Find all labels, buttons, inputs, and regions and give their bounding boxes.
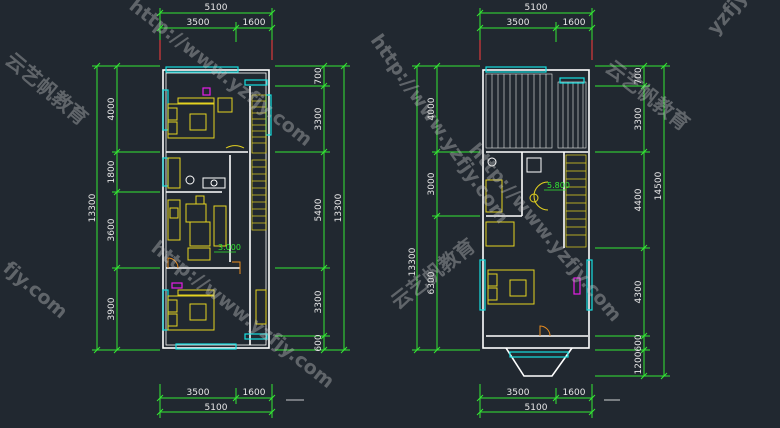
left-top-bed	[167, 97, 245, 149]
right-bottom-segment-1-label: 3500	[507, 388, 530, 398]
right-bathroom	[485, 157, 549, 213]
left-top-segment-2-label: 1600	[243, 18, 266, 28]
left-right-total-label: 13300	[334, 193, 344, 222]
left-level-mark: 3.000	[218, 243, 241, 252]
left-top-dimensions	[156, 8, 276, 48]
right-top-segment-1-label: 3500	[507, 18, 530, 28]
right-right-segment-5-label: 600	[634, 334, 644, 351]
right-bed	[485, 221, 535, 305]
left-bottom-segment-1-label: 3500	[187, 388, 210, 398]
left-right-segment-5-label: 600	[314, 334, 324, 351]
left-left-segment-1-label: 4000	[107, 97, 117, 120]
left-axis-lines	[159, 40, 273, 60]
right-level-mark: 5.800	[547, 181, 570, 190]
right-right-segment-1-label: 700	[634, 67, 644, 84]
left-bottom-total-label: 5100	[205, 403, 228, 413]
right-floor-plan: 5100 3500 1600 13300 4000 3000 6300	[408, 3, 670, 418]
right-magenta-icon	[573, 277, 581, 295]
watermark-url-2: http://www.yzfjy.com	[147, 237, 338, 393]
left-doors	[167, 257, 241, 274]
watermark-side-right: yzfjy	[703, 0, 753, 39]
right-top-dimensions	[476, 8, 596, 48]
right-top-total-label: 5100	[525, 3, 548, 13]
left-right-segment-4-label: 3300	[314, 290, 324, 313]
right-right-total-label: 14500	[654, 171, 664, 200]
left-floor-plan: 5100 3500 1600 13300 4000 1800 3600 3900	[88, 3, 350, 418]
left-left-segment-3-label: 3600	[107, 218, 117, 241]
left-top-segment-1-label: 3500	[187, 18, 210, 28]
watermark-brand-3: 云艺帆教育	[386, 233, 480, 313]
left-walls	[162, 69, 270, 349]
left-left-segment-2-label: 1800	[107, 160, 117, 183]
left-top-total-label: 5100	[205, 3, 228, 13]
right-doors	[539, 325, 551, 337]
left-bottom-magenta-icon	[171, 282, 183, 289]
right-bottom-dimensions	[476, 384, 596, 418]
right-left-segment-3-label: 6300	[427, 271, 437, 294]
left-left-segment-4-label: 3900	[107, 297, 117, 320]
left-right-segment-1-label: 700	[314, 67, 324, 84]
watermark-brand-2: 云艺帆教育	[601, 55, 695, 135]
watermark-brand-1: 云艺帆教育	[1, 47, 93, 130]
right-windows	[479, 66, 593, 358]
left-bottom-dimensions	[156, 384, 276, 418]
right-right-dimensions	[595, 62, 670, 380]
right-axis-lines	[479, 40, 593, 60]
left-bottom-segment-2-label: 1600	[243, 388, 266, 398]
right-walls	[482, 69, 590, 377]
right-top-segment-2-label: 1600	[563, 18, 586, 28]
left-right-dimensions	[275, 62, 350, 354]
left-left-dimensions	[92, 62, 160, 354]
left-staircase	[251, 94, 267, 231]
right-left-segment-1-label: 4000	[427, 97, 437, 120]
right-bottom-total-label: 5100	[525, 403, 548, 413]
left-bottom-bed	[167, 289, 267, 331]
left-left-total-label: 13300	[88, 193, 98, 222]
right-right-segment-4-label: 4300	[634, 280, 644, 303]
right-left-segment-2-label: 3000	[427, 172, 437, 195]
watermark-url-3: http://www.yzfjy.com	[366, 30, 513, 227]
right-right-segment-2-label: 3300	[634, 107, 644, 130]
right-right-segment-6-label: 1200	[634, 351, 644, 374]
left-right-segment-3-label: 5400	[314, 198, 324, 221]
right-terrace-hatch	[485, 73, 587, 149]
watermark-side-left: fjy.com	[0, 257, 72, 323]
left-living-furniture	[167, 195, 227, 261]
right-bottom-segment-2-label: 1600	[563, 388, 586, 398]
right-left-total-label: 13300	[408, 247, 418, 276]
right-staircase	[565, 154, 587, 248]
left-lamp-icon	[202, 87, 211, 96]
watermark-url-1: http://www.yzfjy.com	[125, 0, 316, 151]
left-bathroom	[167, 157, 226, 189]
right-left-dimensions	[412, 62, 480, 354]
right-right-segment-3-label: 4400	[634, 188, 644, 211]
left-right-segment-2-label: 3300	[314, 107, 324, 130]
